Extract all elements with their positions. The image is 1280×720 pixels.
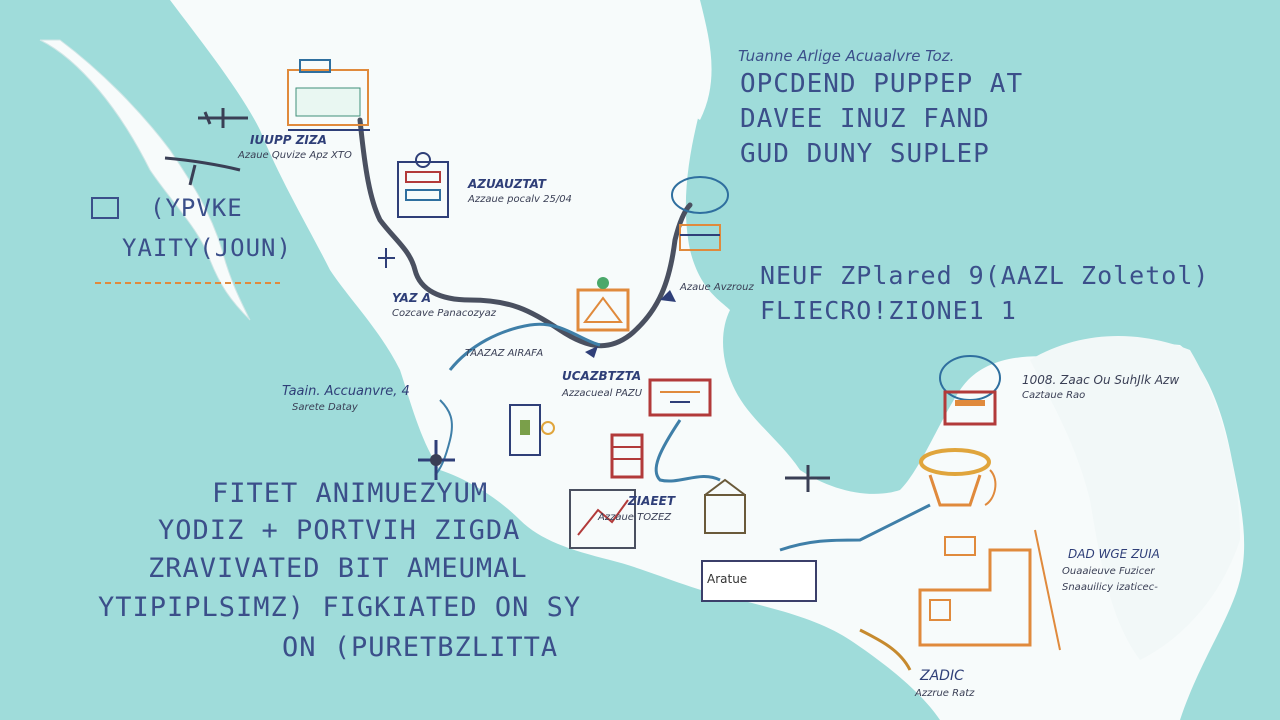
east-sub: Caztaue Rao	[1022, 390, 1086, 401]
left-bottom-line2: YODIZ + PORTVIH ZIGDA	[158, 515, 521, 546]
center-top-label: AZUAUZTAT	[468, 177, 546, 191]
top-right-title-line2: DAVEE INUZ FAND	[740, 104, 990, 134]
bottom-label: ZADIC	[920, 668, 964, 684]
north-land	[600, 0, 712, 120]
main-route	[357, 117, 693, 349]
left-top-title-line2: YAITY(JOUN)	[122, 234, 292, 262]
southeast-route	[779, 503, 931, 552]
left-top-title-line1: (YPVKE	[150, 194, 243, 222]
location-box-label: Aratue	[701, 560, 817, 602]
bottom-sub: Azzrue Ratz	[915, 688, 975, 699]
top-right-title-line1: OPCDEND PUPPEP AT	[740, 69, 1024, 99]
southeast-sub1: Ouaaieuve Fuzicer	[1062, 566, 1155, 577]
document-chart-icon	[569, 489, 636, 549]
top-right-title-line3: GUD DUNY SUPLEP	[740, 139, 990, 169]
secondary-route	[448, 322, 601, 371]
factory-icon	[509, 404, 555, 456]
right-mid-title-line2: FLIECRO!ZIONE1 1	[760, 296, 1017, 325]
airplane-icon	[785, 465, 830, 492]
mid-south-label: UCAZBTZTA	[562, 369, 642, 383]
yucatan	[1030, 336, 1240, 660]
truck-icon	[648, 378, 712, 417]
east-label: 1008. Zaac Ou SuhJlk Azw	[1022, 373, 1180, 387]
route-arrow	[660, 290, 676, 302]
center-left-label: YAZ A	[392, 291, 431, 305]
south-center-label: ZIAEET	[628, 494, 676, 508]
right-top-small-label: Azaue Avzrouz	[680, 282, 754, 293]
center-mid-label: TAAZAZ AIRAFA	[465, 348, 544, 359]
package-icon	[704, 478, 746, 534]
center-left-sub: Cozcave Panacozyaz	[392, 308, 497, 319]
mid-south-sub: Azzacueal PAZU	[562, 388, 643, 399]
signpost-icon	[576, 277, 630, 332]
west-label: Taain. Accuanvre, 4	[282, 384, 410, 399]
bottom-route	[859, 628, 912, 671]
west-sub: Sarete Datay	[292, 402, 358, 413]
center-top-sub: Azzaue pocalv 25/04	[468, 194, 572, 205]
southeast-label: DAD WGE ZUIA	[1068, 547, 1160, 561]
left-bottom-line1: FITET ANIMUEZYUM	[212, 478, 489, 509]
route-arrow	[585, 346, 598, 358]
warehouse-icon	[287, 59, 370, 131]
upper-city-sub: Azaue Quvize Apz XTO	[238, 150, 352, 161]
hot-air-balloon-icon	[919, 448, 997, 507]
baja-peninsula	[39, 39, 251, 321]
crane-icon	[918, 529, 1061, 651]
right-mid-title-line1: NEUF ZPlared 9(AAZL Zoletol)	[760, 261, 1210, 290]
upper-city-label: IUUPP ZIZA	[250, 133, 327, 147]
airplane-icon	[164, 108, 248, 186]
top-right-caption: Tuanne Arlige Αcuaalvre Toz.	[738, 47, 955, 65]
compass-icon	[378, 248, 395, 268]
text-box-icon	[91, 197, 119, 219]
brick-building-icon	[610, 433, 644, 479]
southeast-sub2: Snaauilicy izaticec-	[1062, 582, 1158, 593]
left-bottom-line3: ZRAVIVATED BIT AMEUMAL	[148, 553, 528, 584]
machinery-icon	[397, 152, 449, 218]
globe-icon	[671, 176, 729, 251]
left-route	[434, 399, 453, 476]
left-bottom-line5: ON (PURETBZLITTA	[282, 632, 559, 663]
blue-route	[654, 419, 721, 483]
left-bottom-line4: YTIPIPLSIMZ) FIGKIATED ON SY	[98, 592, 582, 623]
south-center-sub: Azzaue TOZEZ	[598, 512, 672, 523]
storage-tank-icon	[939, 355, 1001, 426]
compass-icon	[418, 440, 455, 480]
